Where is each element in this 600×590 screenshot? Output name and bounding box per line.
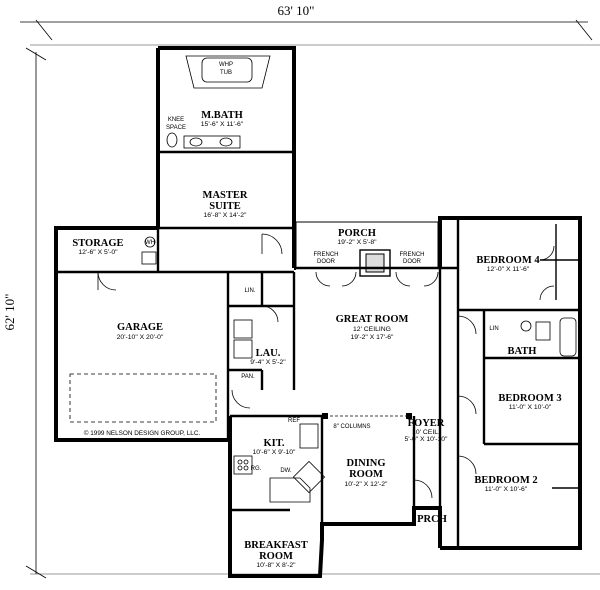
great-room-ceiling: 12' CEILING: [353, 326, 391, 333]
porch-size: 19'-2" X 5'-8": [337, 239, 377, 246]
ref-label: REF: [288, 418, 300, 424]
french-door-right-1: FRENCH: [400, 252, 425, 258]
column: [322, 413, 328, 419]
dw-label: DW.: [280, 468, 292, 474]
bedroom4-name: BEDROOM 4: [476, 255, 540, 266]
overall-depth-label: 62' 10": [2, 294, 17, 331]
french-door-right-2: DOOR: [403, 259, 422, 265]
dining-name-2: ROOM: [349, 469, 383, 480]
master-suite-name-1: MASTER: [203, 190, 248, 201]
door-swings: [97, 233, 555, 499]
wh-label: WH: [145, 240, 155, 246]
dining-size: 10'-2" X 12'-2": [345, 481, 389, 488]
porch-name: PORCH: [338, 228, 376, 239]
storage-name: STORAGE: [72, 238, 123, 249]
great-room-name: GREAT ROOM: [336, 314, 409, 325]
bedroom3-size: 11'-0" X 10'-0": [509, 404, 552, 411]
foyer-ceiling: 10' CEIL.: [412, 429, 440, 436]
master-suite-size: 16'-8" X 14'-2": [204, 212, 248, 219]
whp-tub-label-2: TUB: [220, 70, 232, 76]
knee-space-2: SPACE: [166, 125, 186, 131]
m-bath-name: M.BATH: [201, 110, 243, 121]
pan-label: PAN.: [241, 374, 255, 380]
exterior-walls: [54, 46, 582, 578]
french-door-left-2: DOOR: [317, 259, 336, 265]
bedroom3-name: BEDROOM 3: [498, 393, 561, 404]
breakfast-name-2: ROOM: [259, 551, 293, 562]
fixtures: [141, 55, 577, 503]
rg-label: RG.: [251, 466, 262, 472]
breakfast-size: 10'-8" X 8'-2": [256, 562, 296, 569]
breakfast-name-1: BREAKFAST: [244, 540, 307, 551]
overall-width-label: 63' 10": [278, 3, 315, 18]
dimension-lines: [20, 19, 600, 579]
prch-label: PRCH: [417, 514, 447, 525]
garage-door: [69, 373, 217, 423]
lin-right-label: LIN: [489, 326, 498, 332]
foyer-size: 5'-0" X 10'-10": [405, 436, 449, 443]
bedroom2-name: BEDROOM 2: [474, 475, 537, 486]
bath-name: BATH: [508, 346, 537, 357]
kit-name: KIT.: [263, 438, 284, 449]
m-bath-size: 15'-6" X 11'-6": [201, 121, 244, 128]
garage-name: GARAGE: [117, 322, 163, 333]
interior-walls: [56, 150, 580, 548]
lau-size: 9'-4" X 5'-2": [250, 359, 286, 366]
column: [406, 413, 412, 419]
storage-size: 12'-6" X 5'-0": [78, 249, 118, 256]
knee-space-1: KNEE: [168, 117, 184, 123]
french-door-left-1: FRENCH: [314, 252, 339, 258]
room-labels: WHP TUB M.BATH 15'-6" X 11'-6" KNEE SPAC…: [72, 62, 561, 569]
garage-size: 20'-10" X 20'-0": [117, 334, 164, 341]
bedroom2-size: 11'-0" X 10'-6": [485, 486, 528, 493]
whp-tub-label-1: WHP: [219, 62, 233, 68]
lin-left-label: LIN.: [244, 288, 255, 294]
lau-name: LAU.: [256, 348, 281, 359]
master-suite-name-2: SUITE: [209, 201, 241, 212]
copyright-label: © 1999 NELSON DESIGN GROUP, LLC.: [84, 429, 201, 437]
kit-size: 10'-6" X 9'-10": [253, 449, 297, 456]
columns-label: 8" COLUMNS: [333, 424, 370, 430]
great-room-size: 19'-2" X 17'-6": [351, 334, 395, 341]
foyer-name: FOYER: [408, 418, 445, 429]
bedroom4-size: 12'-0" X 11'-6": [487, 266, 530, 273]
dining-name-1: DINING: [346, 458, 385, 469]
